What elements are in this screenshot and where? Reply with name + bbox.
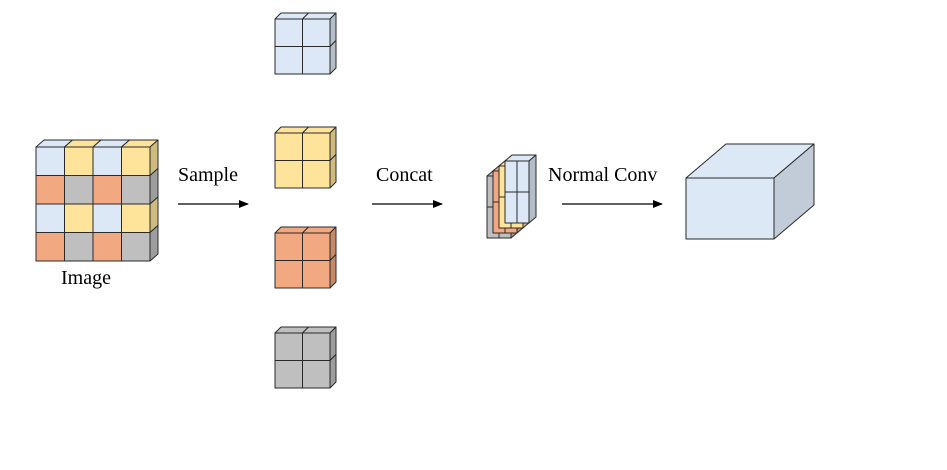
- image-label: Image: [61, 267, 111, 289]
- patch-gray-cell-1-1: [302, 360, 331, 389]
- patch-gray-cell-0-0: [274, 332, 303, 361]
- patch-blue-cell-0-0: [274, 18, 303, 47]
- normal-conv-label: Normal Conv: [548, 164, 657, 186]
- patch-gray-cell-0-1: [302, 332, 331, 361]
- concatenated-stack: [486, 154, 537, 239]
- sampled-patches: [274, 12, 337, 389]
- patch-orange-cell-1-1: [302, 260, 331, 289]
- image-cell-0-0: [35, 146, 65, 176]
- concat-layer-cell: [516, 160, 530, 193]
- concat-layer-blue: [504, 154, 537, 224]
- patch-blue-cell-0-1: [302, 18, 331, 47]
- image-cell-1-1: [64, 175, 94, 205]
- image-cell-2-1: [64, 203, 94, 233]
- patch-gray-side-1: [329, 354, 337, 389]
- concat-layer-cell: [504, 160, 518, 193]
- image-cell-2-2: [92, 203, 122, 233]
- image-cell-0-2: [92, 146, 122, 176]
- patch-yellow-cell-1-1: [302, 160, 331, 189]
- concat-layer-cell: [504, 191, 518, 224]
- output-feature-cube: [685, 143, 815, 240]
- image-cell-3-1: [64, 232, 94, 262]
- image-cell-3-0: [35, 232, 65, 262]
- patch-blue-side-1: [329, 40, 337, 75]
- patch-yellow-cell-0-0: [274, 132, 303, 161]
- image-cell-3-2: [92, 232, 122, 262]
- patch-orange-cell-0-0: [274, 232, 303, 261]
- image-cell-0-3: [121, 146, 151, 176]
- patch-yellow-side-1: [329, 154, 337, 189]
- image-cell-2-3: [121, 203, 151, 233]
- patch-gray-cell-1-0: [274, 360, 303, 389]
- output-cube-front: [685, 177, 775, 240]
- patch-orange-cell-1-0: [274, 260, 303, 289]
- image-cell-0-1: [64, 146, 94, 176]
- patch-orange-cell-0-1: [302, 232, 331, 261]
- image-cell-1-3: [121, 175, 151, 205]
- image-cell-1-0: [35, 175, 65, 205]
- patch-yellow-cell-0-1: [302, 132, 331, 161]
- concat-layer-cell: [516, 191, 530, 224]
- sample-label: Sample: [178, 164, 238, 186]
- image-side-3: [149, 225, 159, 262]
- concat-layer-side: [528, 154, 537, 224]
- patch-yellow-cell-1-0: [274, 160, 303, 189]
- image-cell-3-3: [121, 232, 151, 262]
- image-pixel-grid: [35, 139, 159, 262]
- image-cell-1-2: [92, 175, 122, 205]
- image-cell-2-0: [35, 203, 65, 233]
- patch-orange-side-1: [329, 254, 337, 289]
- patch-blue-cell-1-0: [274, 46, 303, 75]
- concat-label: Concat: [376, 164, 433, 186]
- patch-blue-cell-1-1: [302, 46, 331, 75]
